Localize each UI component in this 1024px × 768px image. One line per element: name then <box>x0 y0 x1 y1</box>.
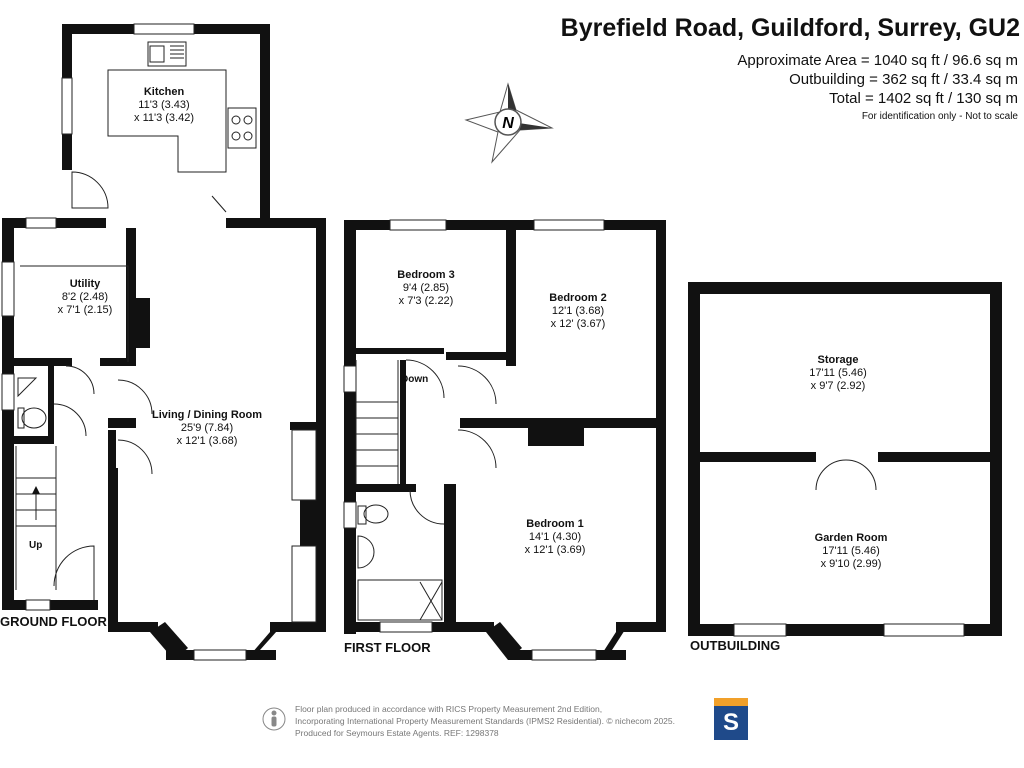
compass-icon: N <box>464 82 554 164</box>
living-name: Living / Dining Room <box>152 409 262 421</box>
storage-name: Storage <box>817 354 859 366</box>
bedroom2-name: Bedroom 2 <box>549 292 607 304</box>
kitchen-label: Kitchen 11'3 (3.43) x 11'3 (3.42) <box>134 86 194 125</box>
kitchen-dim1: 11'3 (3.43) <box>138 99 190 111</box>
footer-text: Floor plan produced in accordance with R… <box>295 703 675 739</box>
living-dim1: 25'9 (7.84) <box>180 422 234 434</box>
bedroom3-dim2: x 7'3 (2.22) <box>398 295 454 307</box>
garden-room-name: Garden Room <box>814 532 888 544</box>
garden-room-label: Garden Room 17'11 (5.46) x 9'10 (2.99) <box>815 532 888 571</box>
utility-dim1: 8'2 (2.48) <box>61 291 109 303</box>
bedroom2-label: Bedroom 2 12'1 (3.68) x 12' (3.67) <box>549 292 606 331</box>
bedroom1-label: Bedroom 1 14'1 (4.30) x 12'1 (3.69) <box>525 518 586 557</box>
living-label: Living / Dining Room 25'9 (7.84) x 12'1 … <box>152 409 262 448</box>
garden-room-dim2: x 9'10 (2.99) <box>820 558 882 570</box>
stairs-down-label: Down <box>401 374 429 385</box>
outbuilding-area: Outbuilding = 362 sq ft / 33.4 sq m <box>789 71 1018 88</box>
approx-area: Approximate Area = 1040 sq ft / 96.6 sq … <box>737 52 1018 69</box>
first-floor-label: FIRST FLOOR <box>344 640 431 655</box>
utility-dim2: x 7'1 (2.15) <box>57 304 113 316</box>
kitchen-dim2: x 11'3 (3.42) <box>134 112 194 124</box>
bedroom1-dim2: x 12'1 (3.69) <box>524 544 586 556</box>
outbuilding-floor-label: OUTBUILDING <box>690 638 781 653</box>
living-dim2: x 12'1 (3.68) <box>176 435 238 447</box>
storage-label: Storage 17'11 (5.46) x 9'7 (2.92) <box>809 354 867 393</box>
bedroom1-name: Bedroom 1 <box>526 518 584 530</box>
seymours-logo: S <box>714 698 748 740</box>
total-area: Total = 1402 sq ft / 130 sq m <box>829 90 1018 107</box>
compass-letter: N <box>502 115 514 132</box>
utility-name: Utility <box>69 278 101 290</box>
kitchen-name: Kitchen <box>143 86 185 98</box>
person-icon <box>262 707 286 731</box>
ground-floor-label: GROUND FLOOR <box>0 614 107 629</box>
footer-line-1: Floor plan produced in accordance with R… <box>295 704 603 714</box>
bedroom2-dim2: x 12' (3.67) <box>550 318 606 330</box>
bedroom3-name: Bedroom 3 <box>397 269 455 281</box>
utility-label: Utility 8'2 (2.48) x 7'1 (2.15) <box>58 278 113 317</box>
bedroom3-label: Bedroom 3 9'4 (2.85) x 7'3 (2.22) <box>397 269 454 308</box>
storage-dim1: 17'11 (5.46) <box>809 367 867 379</box>
disclaimer: For identification only - Not to scale <box>861 111 1018 122</box>
logo-letter: S <box>722 709 739 736</box>
property-title: Byrefield Road, Guildford, Surrey, GU2 <box>560 14 1020 42</box>
storage-dim2: x 9'7 (2.92) <box>810 380 866 392</box>
bedroom1-dim1: 14'1 (4.30) <box>528 531 582 543</box>
stairs-up-label: Up <box>29 540 43 551</box>
bedroom3-dim1: 9'4 (2.85) <box>402 282 450 294</box>
footer-line-3: Produced for Seymours Estate Agents. REF… <box>295 728 499 738</box>
logo-orange-band <box>714 698 748 706</box>
garden-room-dim1: 17'11 (5.46) <box>822 545 880 557</box>
bedroom2-dim1: 12'1 (3.68) <box>551 305 605 317</box>
footer-line-2: Incorporating International Property Mea… <box>295 716 675 726</box>
